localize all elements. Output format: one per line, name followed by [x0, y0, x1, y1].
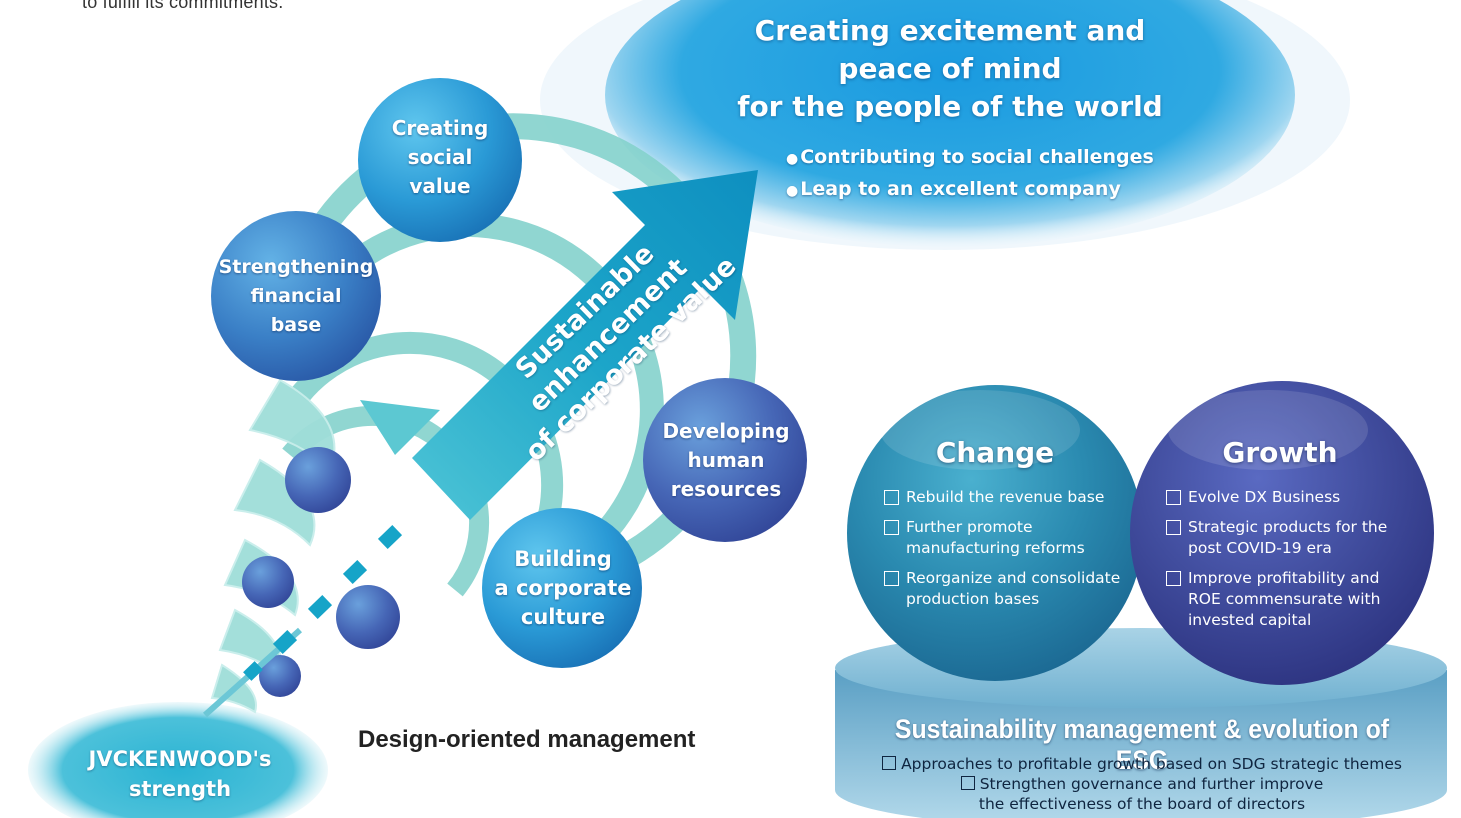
strength-label: JVCKENWOOD's strength [88, 747, 272, 801]
esg-title: Sustainability management & evolution of… [894, 714, 1390, 775]
esg-item-continuation: the effectiveness of the board of direct… [978, 795, 1306, 813]
goal-title-line: for the people of the world [737, 90, 1163, 123]
esg-list: Approaches to profitable growth based on… [848, 754, 1436, 814]
esg-item: Strengthen governance and further improv… [848, 774, 1436, 794]
bubble-creating-social-value: Creating social value [391, 116, 489, 198]
change-list: Rebuild the revenue base Further promote… [884, 487, 1124, 619]
bullet-dot-icon: ● [786, 151, 799, 167]
checkbox-square-icon [960, 776, 975, 790]
goal-title-line: peace of mind [838, 52, 1062, 85]
goal-title-line: Creating excitement and [754, 14, 1146, 47]
checkbox-square-icon [1166, 490, 1181, 505]
growth-list: Evolve DX Business Strategic products fo… [1166, 487, 1416, 640]
checkbox-square-icon [884, 571, 899, 586]
goal-bullet-list: ●Contributing to social challenges ●Leap… [786, 142, 1154, 206]
goal-bullet: ●Leap to an excellent company [786, 178, 1121, 200]
growth-title: Growth [1222, 436, 1338, 469]
bubble-developing-human-resources: Developing human resources [662, 419, 790, 501]
checkbox-square-icon [1166, 571, 1181, 586]
bubble-strengthening-financial-base: Strengthening financial base [218, 256, 374, 336]
checkbox-square-icon [884, 520, 899, 535]
checkbox-square-icon [882, 756, 897, 770]
change-title: Change [935, 436, 1055, 469]
checkbox-square-icon [884, 490, 899, 505]
bubble-building-corporate-culture: Building a corporate culture [494, 547, 632, 629]
design-oriented-management-label: Design-oriented management [358, 726, 696, 753]
esg-item: Approaches to profitable growth based on… [848, 754, 1436, 774]
goal-title: Creating excitement and peace of mind fo… [700, 12, 1200, 126]
bullet-dot-icon: ● [786, 183, 799, 199]
goal-bullet: ●Contributing to social challenges [786, 146, 1154, 168]
change-item: Rebuild the revenue base [884, 487, 1124, 508]
intro-text: to fulfill its commitments. [82, 0, 284, 12]
growth-item: Evolve DX Business [1166, 487, 1416, 508]
checkbox-square-icon [1166, 520, 1181, 535]
